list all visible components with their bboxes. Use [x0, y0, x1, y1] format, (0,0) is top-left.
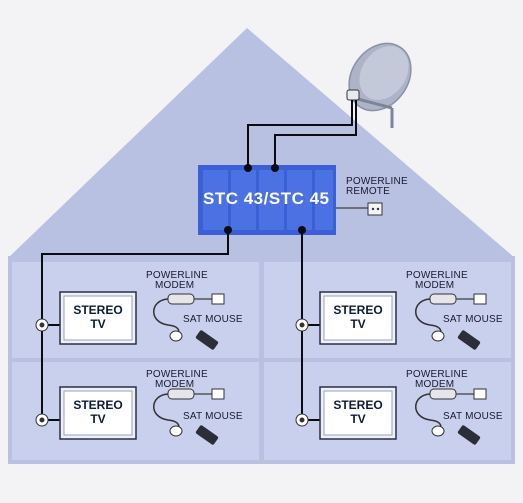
tv-label-line2: TV [350, 317, 366, 331]
modem-label-line1: POWERLINE [146, 369, 208, 380]
powerline-remote-plug-icon [336, 202, 383, 216]
satellite-dish-icon [346, 42, 412, 128]
sat-mouse-label: SAT MOUSE [443, 314, 503, 325]
modem-label-line2: MODEM [415, 379, 455, 390]
modem-label-line1: POWERLINE [406, 270, 468, 281]
remote-label-line1: POWERLINE [346, 176, 408, 187]
hub-title: STC 43/STC 45 [203, 189, 330, 208]
tv-icon [59, 291, 397, 440]
tv-label-line1: STEREO [73, 398, 123, 412]
tv-label-line2: TV [90, 412, 106, 426]
remote-label-line2: REMOTE [346, 186, 390, 197]
wall-socket-icon [35, 318, 309, 427]
sat-mouse-label: SAT MOUSE [183, 314, 243, 325]
sat-mouse-label: SAT MOUSE [443, 411, 503, 422]
lnb-cables [247, 100, 357, 165]
tv-label-line2: TV [350, 412, 366, 426]
sat-mouse-label: SAT MOUSE [183, 411, 243, 422]
tv-label-line1: STEREO [333, 303, 383, 317]
tv-label-line1: STEREO [333, 398, 383, 412]
modem-label-line2: MODEM [415, 280, 455, 291]
remote-control-icon [195, 330, 481, 445]
modem-label-line1: POWERLINE [406, 369, 468, 380]
powerline-modem-icon [153, 293, 487, 430]
stc-hub [198, 164, 336, 235]
sat-mouse-icon [169, 330, 445, 437]
tv-label-line1: STEREO [73, 303, 123, 317]
modem-label-line1: POWERLINE [146, 270, 208, 281]
modem-label-line2: MODEM [155, 379, 195, 390]
tv-label-line2: TV [90, 317, 106, 331]
house-roof [8, 28, 515, 258]
modem-label-line2: MODEM [155, 280, 195, 291]
